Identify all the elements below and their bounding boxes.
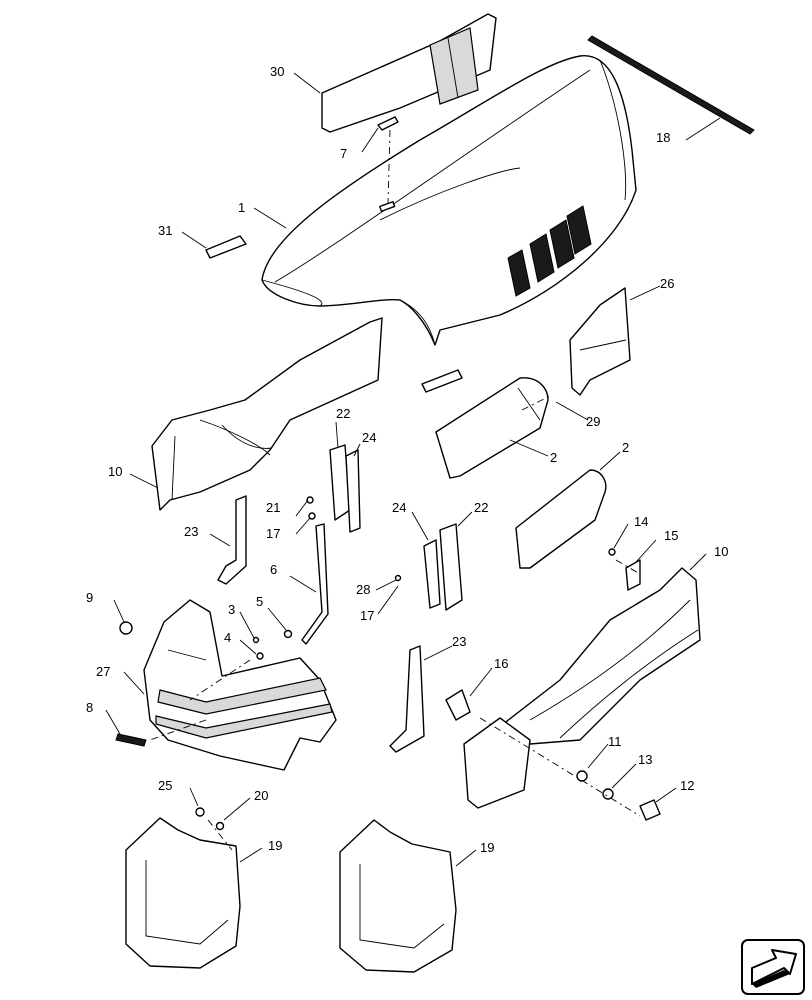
part-10-side-panel-left: [151, 317, 383, 511]
part-23-plate-right: [389, 645, 425, 753]
callout-3: 3: [228, 602, 235, 617]
callout-24-right: 24: [392, 500, 406, 515]
part-2-screen-lower: [515, 469, 607, 569]
callout-14: 14: [634, 514, 648, 529]
part-21-bolt: [306, 496, 314, 504]
part-22-bracket-right: [439, 523, 463, 611]
callout-16: 16: [494, 656, 508, 671]
callout-19-right: 19: [480, 840, 494, 855]
callout-4: 4: [224, 630, 231, 645]
part-16-latch: [445, 689, 471, 721]
callout-28: 28: [356, 582, 370, 597]
callout-7: 7: [340, 146, 347, 161]
part-11-washer: [576, 770, 588, 782]
callout-6: 6: [270, 562, 277, 577]
part-20-washer: [215, 821, 225, 831]
part-12-bolt: [639, 799, 661, 821]
part-18-seal-strip: [587, 35, 755, 135]
callout-20: 20: [254, 788, 268, 803]
part-27-front-nose: [143, 599, 337, 771]
callout-12: 12: [680, 778, 694, 793]
part-fender-right: [463, 717, 531, 809]
callout-9: 9: [86, 590, 93, 605]
callout-8: 8: [86, 700, 93, 715]
part-6-support: [301, 523, 329, 645]
part-17-washer-upper: [308, 512, 316, 520]
part-19-step-left: [125, 817, 241, 969]
callout-31: 31: [158, 223, 172, 238]
part-31-pad: [205, 235, 247, 259]
part-5-nut: [283, 629, 293, 639]
callout-26: 26: [660, 276, 674, 291]
part-3-bolt: [252, 636, 260, 644]
part-1-hood: [261, 55, 637, 346]
callout-13: 13: [638, 752, 652, 767]
callout-11: 11: [608, 734, 622, 749]
callout-1: 1: [238, 200, 245, 215]
part-24-bracket-right: [423, 539, 441, 609]
callout-17-upper: 17: [266, 526, 280, 541]
callout-labels: 30 7 18 1 31 26 10 22 24 2 29 2 23 21 17…: [86, 64, 728, 855]
part-23-plate-left: [217, 495, 247, 585]
part-4-screw: [256, 652, 264, 660]
callout-27: 27: [96, 664, 110, 679]
part-13-washer: [602, 788, 614, 800]
callout-5: 5: [256, 594, 263, 609]
callout-2-lower: 2: [622, 440, 629, 455]
callout-18: 18: [656, 130, 670, 145]
callout-10-right: 10: [714, 544, 728, 559]
part-9-nut: [119, 621, 133, 635]
part-14-bolt: [608, 548, 616, 556]
callout-19-left: 19: [268, 838, 282, 853]
callout-2-upper: 2: [550, 450, 557, 465]
part-24-bracket-left: [345, 449, 361, 533]
part-2-screen-upper: [435, 377, 549, 479]
next-page-arrow-icon[interactable]: [741, 939, 805, 995]
part-10-side-panel-right: [497, 567, 701, 745]
part-26-bracket: [569, 287, 631, 396]
part-25-bolt: [195, 807, 205, 817]
callout-23-left: 23: [184, 524, 198, 539]
part-28-screw: [394, 574, 402, 582]
assembly-centerlines: [149, 129, 641, 851]
callout-17-lower: 17: [360, 608, 374, 623]
part-30-deflector: [321, 13, 497, 133]
callout-22-left: 22: [336, 406, 350, 421]
part-15-bracket: [625, 559, 641, 591]
callout-15: 15: [664, 528, 678, 543]
part-8-badge: [115, 733, 147, 747]
part-7-clip: [377, 116, 399, 131]
callout-21: 21: [266, 500, 280, 515]
leader-lines: [105, 72, 721, 867]
callout-25: 25: [158, 778, 172, 793]
callout-29: 29: [586, 414, 600, 429]
callout-10-left: 10: [108, 464, 122, 479]
callout-23-right: 23: [452, 634, 466, 649]
callout-24-left: 24: [362, 430, 376, 445]
part-19-step-right: [339, 819, 457, 973]
part-29-strip: [421, 369, 463, 393]
callout-22-right: 22: [474, 500, 488, 515]
callout-30: 30: [270, 64, 284, 79]
